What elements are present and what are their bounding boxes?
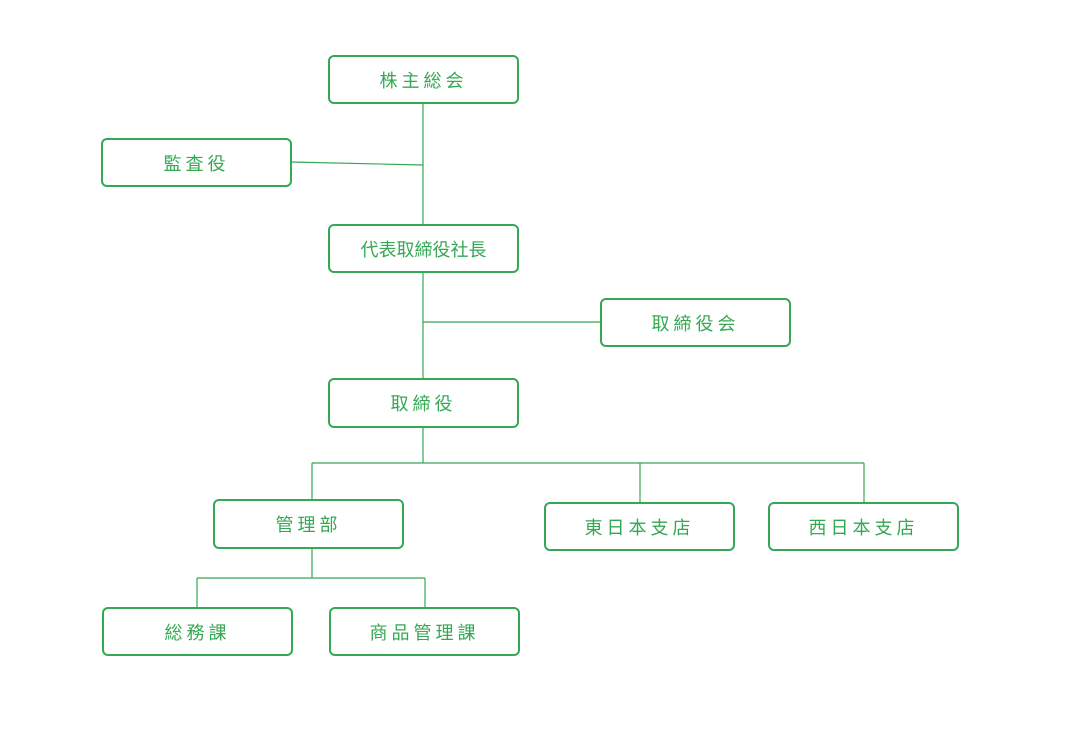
node-shareholders-meeting: 株主総会	[328, 55, 519, 104]
node-administration-dept: 管理部	[213, 499, 404, 549]
node-general-affairs-section: 総務課	[102, 607, 293, 656]
node-board-of-directors: 取締役会	[600, 298, 791, 347]
node-product-management-section: 商品管理課	[329, 607, 520, 656]
node-representative-director: 代表取締役社長	[328, 224, 519, 273]
node-auditor: 監査役	[101, 138, 292, 187]
node-director: 取締役	[328, 378, 519, 428]
node-east-japan-branch: 東日本支店	[544, 502, 735, 551]
connector-auditor	[290, 161, 424, 166]
node-west-japan-branch: 西日本支店	[768, 502, 959, 551]
